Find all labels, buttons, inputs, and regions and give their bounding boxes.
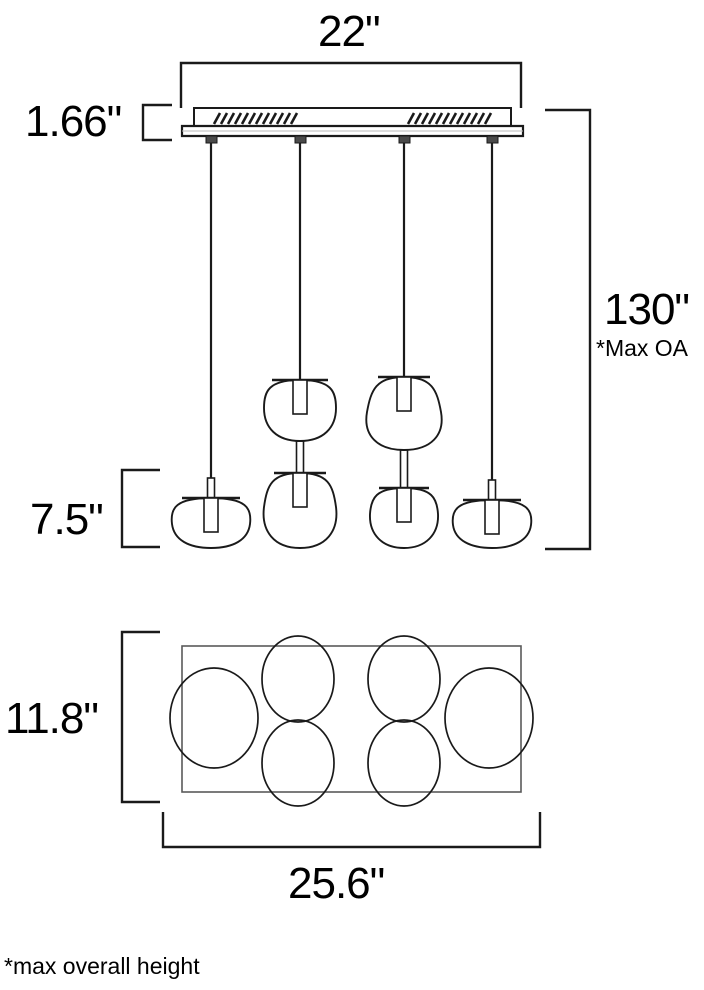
footnote-max-overall-height: *max overall height bbox=[4, 953, 200, 979]
plan-shade-5 bbox=[367, 719, 441, 807]
pendant-shade-4 bbox=[365, 375, 443, 451]
dimension-bracket-plan-width bbox=[161, 812, 542, 849]
dimension-label-canopy-height: 1.66" bbox=[25, 97, 122, 146]
pendant-shade-1 bbox=[170, 496, 252, 549]
plan-shade-3 bbox=[261, 719, 335, 807]
dimension-bracket-canopy-height bbox=[141, 103, 172, 142]
dimension-bracket-overall-width bbox=[179, 61, 523, 108]
dimension-label-shade-height: 7.5" bbox=[30, 495, 104, 544]
dimension-bracket-max-overall-height bbox=[545, 108, 592, 551]
dimension-label-plan-depth: 11.8" bbox=[5, 694, 99, 743]
pendant-shade-3 bbox=[262, 471, 338, 549]
plan-shade-1 bbox=[169, 667, 259, 769]
plan-shade-2 bbox=[261, 635, 335, 723]
dimension-bracket-shade-height bbox=[120, 468, 160, 549]
pendant-shade-6 bbox=[451, 498, 533, 549]
plan-canopy-outline bbox=[181, 645, 522, 793]
canopy-vent-hatch-left bbox=[212, 112, 299, 125]
pendant-shade-5 bbox=[369, 486, 439, 549]
plan-shade-6 bbox=[444, 667, 534, 769]
dimension-label-overall-width: 22" bbox=[318, 7, 381, 56]
cable-gripper-sleeves bbox=[206, 440, 497, 503]
plan-view bbox=[120, 630, 542, 849]
canopy-vent-hatch-right bbox=[406, 112, 493, 125]
dimension-label-max-overall-height-note: *Max OA bbox=[596, 335, 689, 361]
canopy-base-plate bbox=[180, 124, 525, 138]
suspension-cables bbox=[209, 143, 494, 488]
plan-shade-footprints bbox=[169, 635, 534, 807]
dimension-bracket-plan-depth bbox=[120, 630, 160, 804]
dimension-label-max-overall-height: 130" bbox=[604, 285, 690, 334]
pendant-shade-2 bbox=[263, 378, 337, 442]
dimension-label-plan-width: 25.6" bbox=[288, 859, 385, 908]
plan-shade-4 bbox=[367, 635, 441, 723]
elevation-view bbox=[120, 61, 592, 551]
